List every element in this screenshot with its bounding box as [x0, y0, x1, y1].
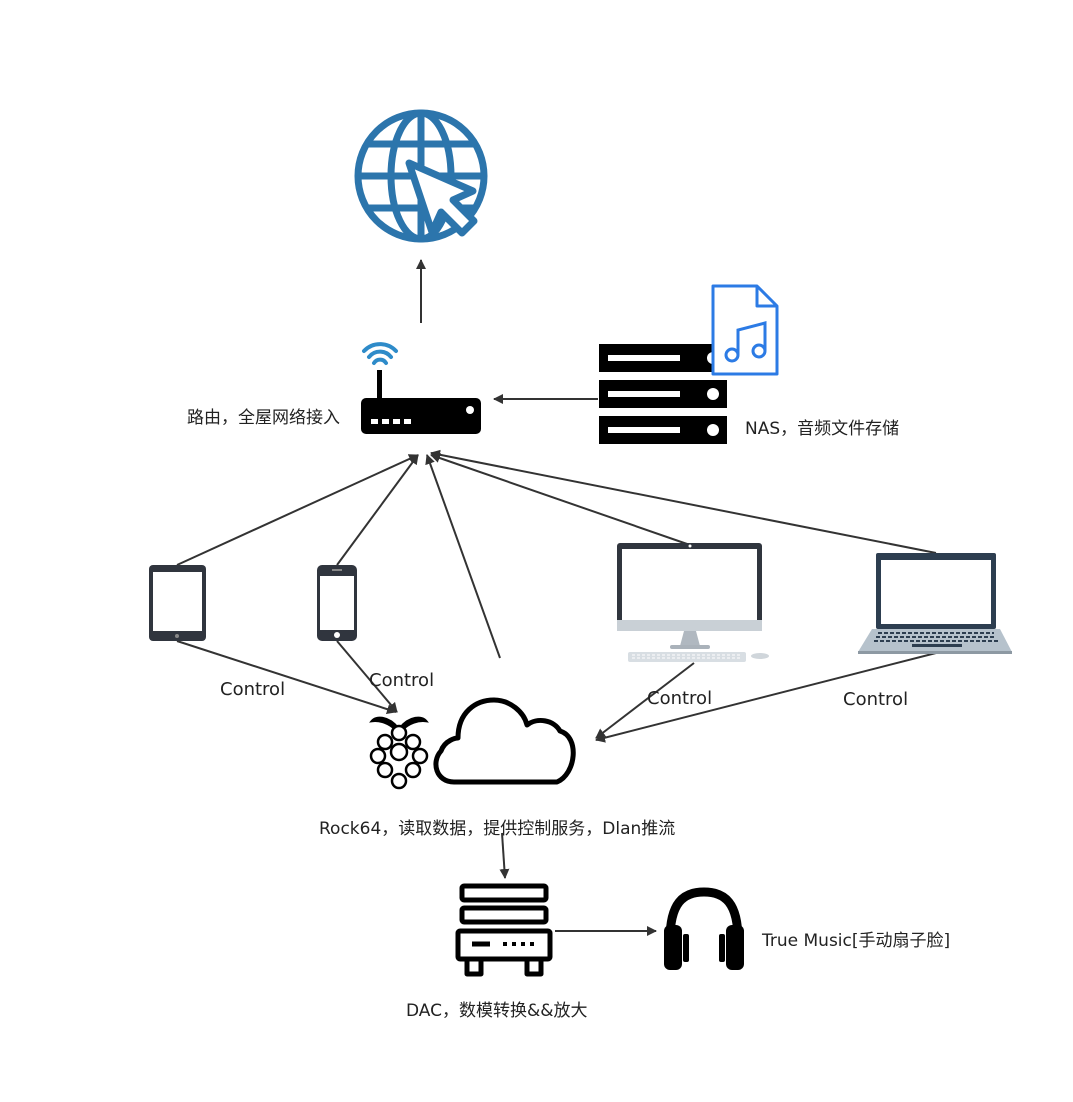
wifi-router-icon: [361, 342, 481, 434]
edge-rock64-to-router: [425, 454, 501, 659]
music-file-icon: [711, 284, 779, 376]
phone-icon: [317, 565, 357, 641]
edge-desktop-to-rock64: [595, 662, 695, 739]
edge-laptop-to-rock64: [595, 652, 937, 743]
edge-phone-to-rock64: [336, 640, 398, 713]
tablet-icon: [149, 565, 206, 641]
cloud-icon: [433, 697, 576, 785]
phone-control-label: Control: [369, 670, 435, 691]
server-rack-icon: [599, 344, 727, 444]
dac-amplifier-icon: [455, 883, 553, 977]
edge-tablet-to-router: [176, 454, 419, 566]
dac-label: DAC，数模转换&&放大: [406, 1001, 588, 1021]
edge-rock64-to-dac: [499, 832, 510, 879]
laptop-icon: [858, 553, 1012, 654]
edge-laptop-to-router: [430, 449, 937, 554]
headphones-label: True Music[手动扇子脸]: [762, 931, 951, 951]
tablet-control-label: Control: [220, 679, 286, 700]
desktop-monitor-icon: [617, 543, 769, 662]
connectors: [176, 259, 937, 936]
nas-label: NAS，音频文件存储: [745, 419, 900, 439]
raspberry-pi-icon: [369, 716, 429, 790]
desktop-control-label: Control: [647, 688, 713, 709]
rock64-label: Rock64，读取数据，提供控制服务，Dlan推流: [319, 819, 676, 839]
globe-cursor-icon: [354, 109, 488, 243]
edge-desktop-to-router: [430, 453, 691, 546]
edge-tablet-to-rock64: [176, 640, 397, 714]
laptop-control-label: Control: [843, 689, 909, 710]
router-label: 路由，全屋网络接入: [187, 408, 340, 428]
edge-phone-to-router: [336, 454, 419, 566]
headphones-icon: [664, 887, 744, 970]
